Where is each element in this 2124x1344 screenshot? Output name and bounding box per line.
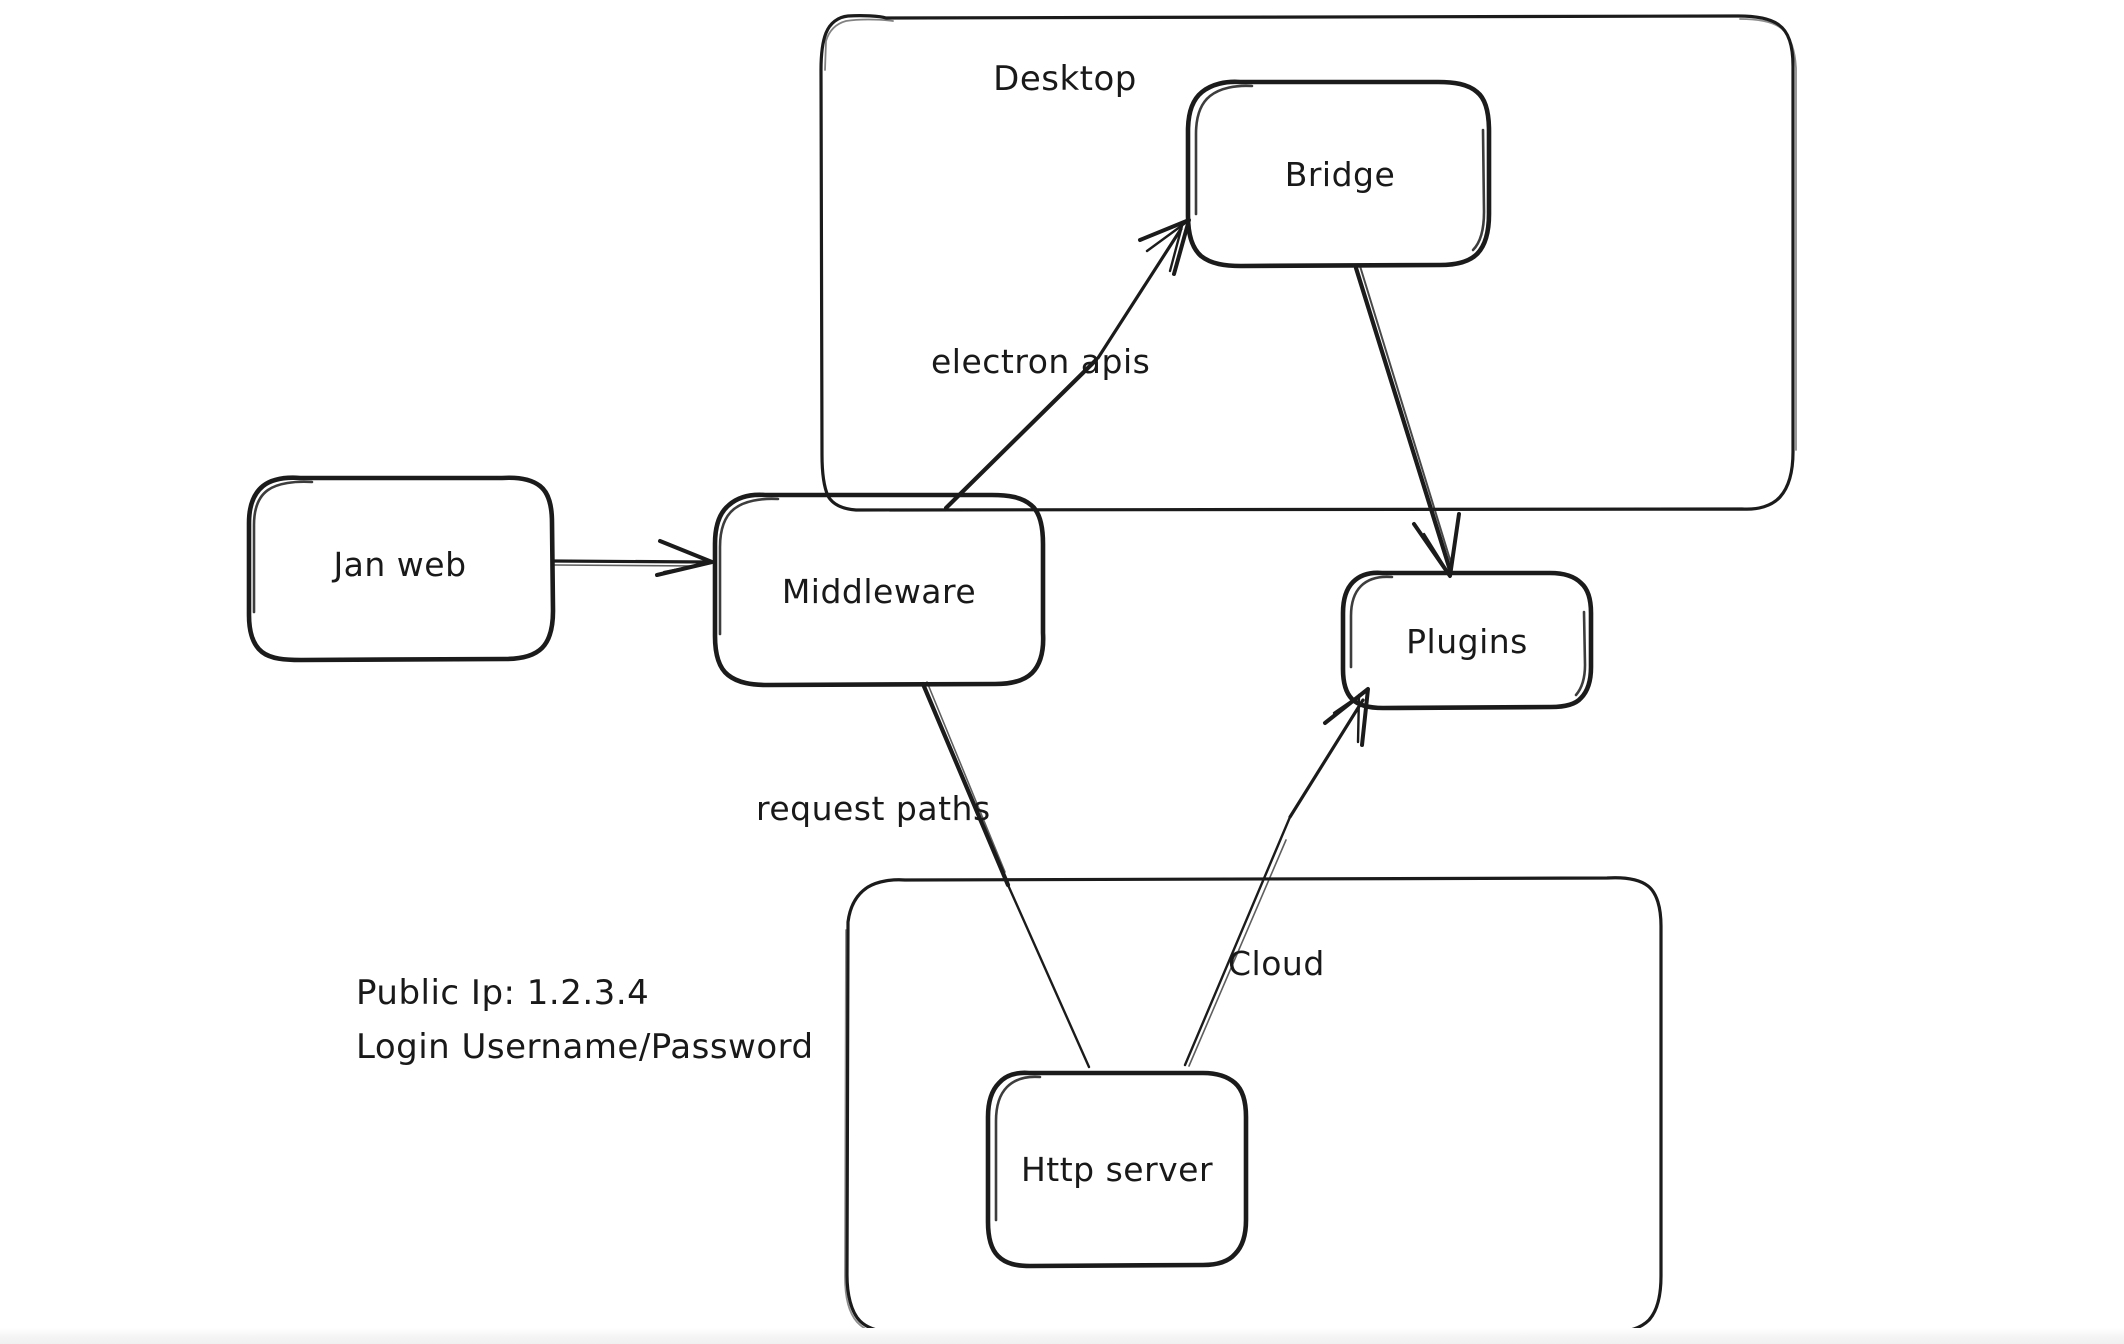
plugins-box-sketch-overlap xyxy=(1349,575,1394,669)
node-middleware[interactable]: Middleware xyxy=(712,492,1046,688)
edge-middleware-to-httpserver: request paths xyxy=(756,681,1091,1069)
bridge-box-sketch-overlap-2 xyxy=(1471,128,1486,252)
note-login: Login Username/Password xyxy=(356,1027,814,1067)
desktop-group-label: Desktop xyxy=(993,59,1137,99)
edge-line-middleware-httpserver-lower xyxy=(1006,883,1091,1069)
plugins-box-outline xyxy=(1340,570,1594,711)
edge-line-bridge-plugins xyxy=(1353,265,1453,573)
edge-middleware-to-bridge: electron apis xyxy=(931,218,1191,511)
edge-bridge-to-plugins xyxy=(1353,265,1461,578)
http-server-box-outline xyxy=(985,1070,1249,1269)
edge-label-electron-apis: electron apis xyxy=(931,342,1150,381)
edge-label-request-paths: request paths xyxy=(756,789,991,828)
arrow-head-plugins-top xyxy=(1412,512,1461,578)
bottom-edge-strip xyxy=(0,1328,2124,1344)
edge-line-httpserver-plugins-double xyxy=(1188,839,1287,1067)
group-desktop xyxy=(819,14,1797,512)
middleware-label: Middleware xyxy=(782,572,976,611)
node-bridge[interactable]: Bridge xyxy=(1185,79,1492,269)
bridge-box-sketch-overlap xyxy=(1194,84,1254,216)
plugins-box-sketch-overlap-2 xyxy=(1574,610,1587,697)
node-jan-web[interactable]: Jan web xyxy=(246,475,556,663)
arrow-head-middleware xyxy=(655,539,714,577)
cloud-container-sketch-overlap xyxy=(844,929,901,1337)
edge-httpserver-to-plugins: Cloud xyxy=(1183,687,1370,1067)
jan-web-box-sketch-overlap xyxy=(252,480,314,614)
bridge-label: Bridge xyxy=(1285,155,1396,194)
middleware-box-outline xyxy=(712,492,1046,688)
edge-line-httpserver-plugins-upper xyxy=(1288,698,1365,819)
edge-line-janweb-middleware xyxy=(551,559,708,564)
bridge-box-outline xyxy=(1185,79,1492,269)
edge-line-httpserver-plugins-lower xyxy=(1183,815,1292,1067)
jan-web-box-outline xyxy=(246,475,556,663)
edge-line-middleware-httpserver xyxy=(920,681,1011,888)
node-http-server[interactable]: Http server xyxy=(985,1070,1249,1269)
desktop-container-outline xyxy=(819,14,1795,512)
arrow-head-plugins-bottom xyxy=(1323,687,1370,747)
edge-line-janweb-middleware-double xyxy=(554,564,701,567)
edge-line-middleware-bridge xyxy=(943,357,1099,511)
arrow-head-bridge-inner xyxy=(1145,219,1190,273)
note-public-ip: Public Ip: 1.2.3.4 xyxy=(356,973,649,1013)
http-server-label: Http server xyxy=(1021,1150,1213,1189)
desktop-container-sketch-overlap xyxy=(824,18,894,71)
edge-label-cloud: Cloud xyxy=(1228,944,1325,983)
notes-block: Public Ip: 1.2.3.4 Login Username/Passwo… xyxy=(356,973,814,1067)
node-plugins[interactable]: Plugins xyxy=(1340,570,1594,711)
arrow-head-middleware-inner xyxy=(662,561,712,574)
arrow-head-plugins-top-inner xyxy=(1422,532,1451,576)
edge-line-middleware-bridge-upper xyxy=(1096,227,1183,360)
desktop-container-sketch-overlap-2 xyxy=(1739,18,1797,451)
http-server-box-sketch-overlap xyxy=(994,1075,1042,1222)
jan-web-label: Jan web xyxy=(331,545,466,584)
edge-line-bridge-plugins-double xyxy=(1359,265,1453,567)
edge-line-middleware-httpserver-double xyxy=(926,681,1006,873)
edge-janweb-to-middleware xyxy=(551,539,714,577)
plugins-label: Plugins xyxy=(1406,622,1528,661)
middleware-box-sketch-overlap xyxy=(718,497,780,636)
